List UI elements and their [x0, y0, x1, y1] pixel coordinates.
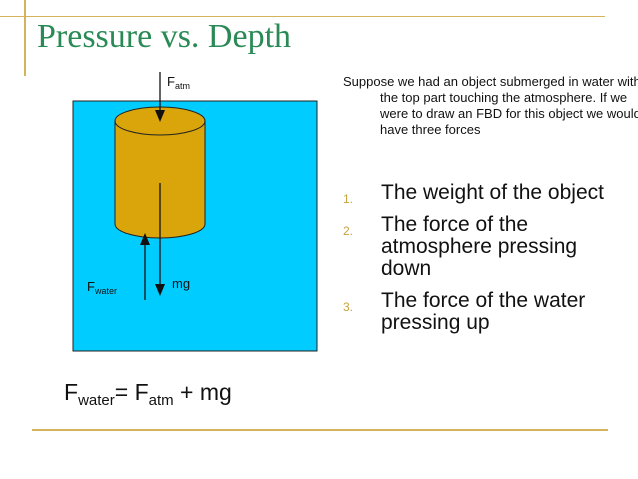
top-rule	[0, 16, 605, 17]
f-water-label: Fwater	[87, 279, 117, 296]
list-item: 1.The weight of the object	[343, 181, 604, 207]
slide-title: Pressure vs. Depth	[37, 18, 292, 55]
f-atm-arrowhead	[155, 110, 165, 122]
mg-arrowhead	[155, 284, 165, 296]
cylinder-body	[114, 120, 206, 239]
left-accent-rule	[24, 0, 26, 76]
list-item: 3.The force of the water pressing up	[343, 289, 586, 334]
bottom-rule	[32, 429, 608, 431]
list-item: 2.The force of the atmosphere pressing d…	[343, 213, 578, 280]
mg-label: mg	[172, 276, 191, 291]
f-atm-label: Fatm	[167, 74, 190, 91]
fbd-diagram	[72, 72, 318, 352]
pressure-equation: Fwater= Fatm + mg	[64, 379, 232, 409]
intro-paragraph: Suppose we had an object submerged in wa…	[343, 74, 638, 137]
f-water-arrowhead	[140, 233, 150, 245]
force-list: 1.The weight of the object 2.The force o…	[343, 182, 613, 344]
